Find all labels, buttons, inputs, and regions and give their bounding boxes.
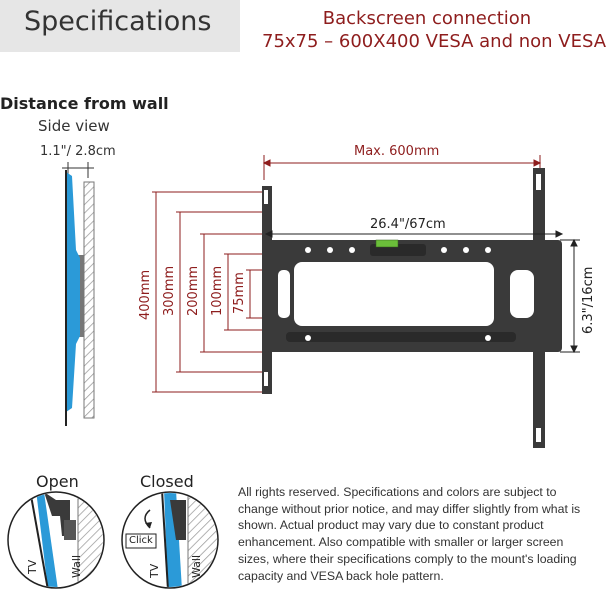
thickness-label: 1.1"/ 2.8cm <box>40 144 116 159</box>
page-title: Specifications <box>24 6 212 37</box>
open-label: Open <box>36 472 79 491</box>
mount-width-dimension <box>264 230 564 238</box>
mount-height-dimension <box>560 238 580 354</box>
click-label: Click <box>129 535 153 546</box>
max-width-label: Max. 600mm <box>354 144 440 159</box>
open-lock-illustration <box>7 491 105 589</box>
vesa-400-label: 400mm <box>138 269 153 320</box>
closed-tv-label: TV <box>148 563 161 578</box>
mount-height-label: 6.3"/16cm <box>581 266 596 334</box>
vesa-dimension-lines <box>152 191 268 393</box>
vesa-range-heading: 75x75 – 600X400 VESA and non VESA <box>262 31 606 52</box>
vesa-100-label: 100mm <box>210 265 225 316</box>
tv-side-profile <box>66 172 80 412</box>
open-tv-label: TV <box>26 559 39 574</box>
spirit-level <box>375 239 399 248</box>
disclaimer-text: All rights reserved. Specifications and … <box>238 485 581 583</box>
backscreen-heading: Backscreen connection <box>322 8 532 29</box>
wall-plate <box>262 168 562 448</box>
title-bar <box>0 0 240 52</box>
mount-width-label: 26.4"/67cm <box>370 217 446 232</box>
vesa-75-label: 75mm <box>232 272 247 314</box>
vesa-300-label: 300mm <box>162 265 177 316</box>
vesa-200-label: 200mm <box>186 265 201 316</box>
closed-wall-label: Wall <box>190 554 203 578</box>
closed-lock-illustration <box>121 491 219 589</box>
side-view-subtitle: Side view <box>38 117 110 135</box>
distance-from-wall-title: Distance from wall <box>0 94 169 113</box>
wall-section <box>83 181 95 419</box>
closed-label: Closed <box>140 472 194 491</box>
open-wall-label: Wall <box>70 554 83 578</box>
